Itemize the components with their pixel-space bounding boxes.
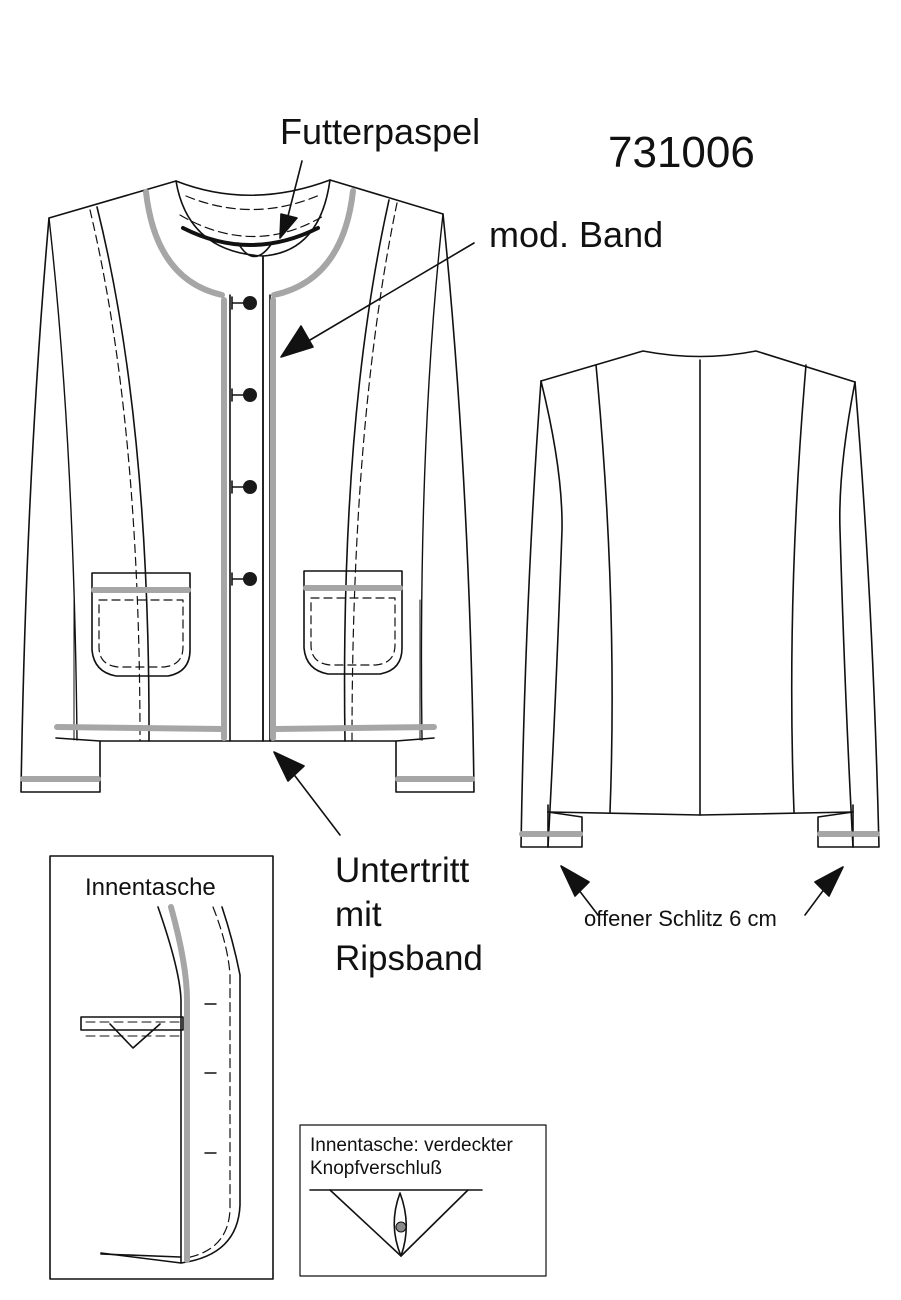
callout-arrows	[273, 160, 475, 836]
slit-arrows	[560, 865, 844, 916]
button-1	[231, 296, 257, 310]
label-mod-band: mod. Band	[489, 214, 664, 255]
inner-pocket-detail	[49, 855, 274, 1280]
label-untertritt-line-3: Ripsband	[335, 939, 483, 978]
jacket-back	[520, 350, 880, 848]
label-futterpaspel: Futterpaspel	[280, 111, 481, 152]
hidden-button-detail	[299, 1124, 547, 1277]
button-2	[231, 388, 257, 402]
button-row	[231, 296, 257, 586]
label-innentasche: Innentasche	[85, 874, 216, 901]
detail-title-line-1: Innentasche: verdeckter	[310, 1135, 513, 1156]
tape-trim-front	[20, 188, 475, 782]
button-3	[231, 480, 257, 494]
label-untertritt-line-2: mit	[335, 895, 382, 934]
model-number: 731006	[608, 128, 755, 177]
inner-pocket-tape	[168, 904, 190, 1263]
label-untertritt-line-1: Untertritt	[335, 851, 470, 890]
label-open-slit: offener Schlitz 6 cm	[584, 906, 777, 931]
button-4	[231, 572, 257, 586]
detail-title-line-2: Knopfverschluß	[310, 1158, 443, 1179]
